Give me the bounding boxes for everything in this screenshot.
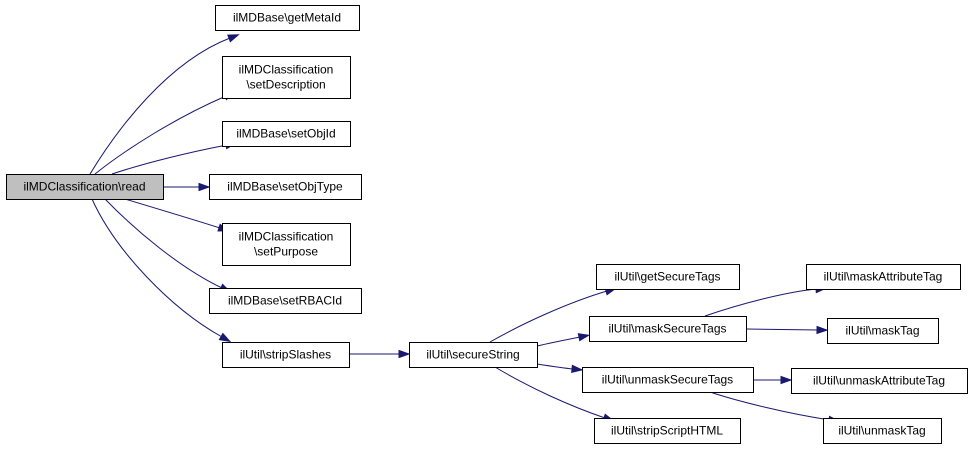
arrowhead-icon	[780, 375, 793, 385]
node-label: ilUtil\maskSecureTags	[608, 322, 726, 336]
node-box	[791, 368, 968, 394]
edge-line	[536, 336, 581, 347]
node-label: ilUtil\unmaskSecureTags	[602, 373, 733, 387]
node-maskSecureTags[interactable]: ilUtil\maskSecureTags	[589, 316, 747, 342]
node-box	[827, 318, 939, 344]
node-label: ilMDBase\setObjType	[227, 180, 343, 194]
node-box	[6, 174, 164, 200]
edge-maskSecureTags-to-maskAttributeTag	[704, 284, 828, 317]
node-label: ilUtil\stripSlashes	[240, 348, 331, 362]
node-label: ilUtil\getSecureTags	[614, 270, 720, 284]
node-box	[823, 418, 942, 444]
node-box	[409, 342, 538, 368]
edge-read-to-stripSlashes	[91, 198, 232, 343]
node-box	[589, 316, 747, 342]
node-box	[209, 288, 362, 314]
node-getMetaId[interactable]: ilMDBase\getMetaId	[215, 5, 360, 31]
arrowhead-icon	[571, 364, 584, 374]
node-getSecureTags[interactable]: ilUtil\getSecureTags	[596, 264, 740, 290]
edge-read-to-setDescription	[94, 91, 236, 175]
edge-line	[709, 391, 831, 421]
node-label: ilMDBase\setObjId	[236, 127, 335, 141]
edge-line	[91, 198, 223, 338]
edge-line	[536, 363, 574, 370]
nodes-layer: ilMDClassification\read ilMDBase\getMetaI…	[6, 5, 968, 444]
node-box	[209, 174, 362, 200]
node-label: ilUtil\secureString	[426, 348, 519, 362]
arrowhead-icon	[577, 333, 591, 342]
node-label: ilUtil\unmaskTag	[838, 424, 925, 438]
node-box	[596, 264, 740, 290]
edge-line	[494, 366, 606, 419]
node-box	[222, 121, 351, 147]
node-label: ilUtil\maskAttributeTag	[824, 270, 943, 284]
edge-line	[704, 288, 818, 317]
edge-line	[745, 328, 819, 331]
edge-line	[111, 144, 228, 175]
node-stripScriptHTML[interactable]: ilUtil\stripScriptHTML	[594, 418, 741, 444]
node-setRBACId[interactable]: ilMDBase\setRBACId	[209, 288, 362, 314]
edge-maskSecureTags-to-maskTag	[745, 325, 829, 335]
node-unmaskTag[interactable]: ilUtil\unmaskTag	[823, 418, 942, 444]
edge-unmaskSecureTags-to-unmaskAttributeTag	[753, 375, 793, 385]
edge-read-to-setPurpose	[124, 198, 231, 232]
node-label: ilUtil\unmaskAttributeTag	[813, 374, 945, 388]
edge-line	[124, 198, 221, 229]
node-secureString[interactable]: ilUtil\secureString	[409, 342, 538, 368]
edge-secureString-to-maskSecureTags	[536, 333, 591, 347]
node-unmaskSecureTags[interactable]: ilUtil\unmaskSecureTags	[582, 367, 754, 393]
arrowhead-icon	[198, 182, 211, 192]
node-read: ilMDClassification\read	[6, 174, 164, 200]
node-box	[222, 342, 350, 368]
node-unmaskAttributeTag[interactable]: ilUtil\unmaskAttributeTag	[791, 368, 968, 394]
node-label: ilMDBase\setRBACId	[228, 294, 342, 308]
node-label: ilMDClassification	[239, 230, 334, 244]
node-setPurpose[interactable]: ilMDClassification\setPurpose	[222, 223, 351, 266]
node-box	[806, 264, 961, 290]
arrowhead-icon	[398, 349, 411, 359]
node-box	[215, 5, 360, 31]
edge-read-to-setRBACId	[104, 198, 232, 293]
edge-line	[89, 37, 231, 175]
edge-stripSlashes-to-secureString	[349, 349, 411, 359]
node-stripSlashes[interactable]: ilUtil\stripSlashes	[222, 342, 350, 368]
node-box	[582, 367, 754, 393]
edge-read-to-setObjType	[163, 182, 211, 192]
edge-read-to-getMetaId	[89, 34, 240, 175]
node-setDescription[interactable]: ilMDClassification\setDescription	[222, 56, 351, 99]
node-label: ilUtil\stripScriptHTML	[611, 424, 723, 438]
edge-line	[94, 95, 227, 175]
edge-secureString-to-unmaskSecureTags	[536, 363, 584, 374]
node-label: ilMDClassification\read	[23, 180, 145, 194]
arrowhead-icon	[816, 325, 829, 335]
node-label: \setPurpose	[254, 245, 318, 259]
node-label: ilUtil\maskTag	[845, 324, 919, 338]
node-setObjType[interactable]: ilMDBase\setObjType	[209, 174, 362, 200]
node-setObjId[interactable]: ilMDBase\setObjId	[222, 121, 351, 147]
edge-line	[104, 198, 223, 289]
node-box	[594, 418, 741, 444]
arrowhead-icon	[227, 34, 240, 43]
edge-read-to-setObjId	[111, 141, 238, 175]
node-maskAttributeTag[interactable]: ilUtil\maskAttributeTag	[806, 264, 961, 290]
node-maskTag[interactable]: ilUtil\maskTag	[827, 318, 939, 344]
node-box	[222, 223, 351, 266]
edge-line	[489, 290, 608, 343]
node-label: ilMDBase\getMetaId	[233, 11, 341, 25]
arrowhead-icon	[218, 332, 232, 343]
node-label: ilMDClassification	[239, 63, 334, 77]
node-label: \setDescription	[246, 78, 325, 92]
node-box	[222, 56, 351, 99]
